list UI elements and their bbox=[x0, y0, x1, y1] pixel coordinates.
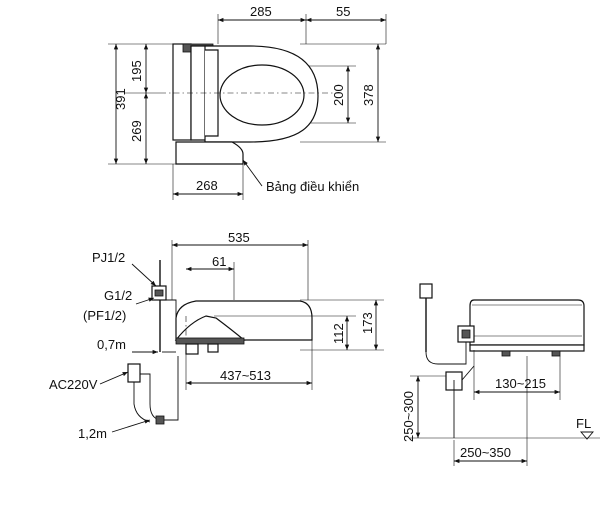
dim-width-left: 285 bbox=[250, 4, 272, 19]
dim-offset: 61 bbox=[212, 254, 226, 269]
dim-height-seat: 112 bbox=[331, 323, 346, 344]
dim-width-right: 55 bbox=[336, 4, 350, 19]
side-view: 535 61 112 173 PJ1/2 G1/2 (PF1/2) 0,7m bbox=[49, 230, 384, 441]
remote-control-label: Bảng điều khiển bbox=[266, 179, 359, 194]
dim-horizontal: 250~350 bbox=[460, 445, 511, 460]
seat-base bbox=[172, 43, 192, 141]
control-panel-base bbox=[175, 141, 244, 165]
label-pj: PJ1/2 bbox=[92, 250, 125, 265]
dim-total-height: 391 bbox=[113, 88, 128, 110]
dim-length: 535 bbox=[228, 230, 250, 245]
floor-level-label: FL bbox=[576, 416, 591, 431]
dim-outer: 378 bbox=[361, 84, 376, 106]
dim-panel: 268 bbox=[196, 178, 218, 193]
top-view: 285 55 391 195 269 200 378 bbox=[108, 4, 387, 200]
rear-view: 250~300 130~215 250~350 FL bbox=[401, 283, 600, 466]
label-power: AC220V bbox=[49, 377, 98, 392]
dim-inner: 200 bbox=[331, 84, 346, 106]
label-cord: 1,2m bbox=[78, 426, 107, 441]
dim-lower: 269 bbox=[129, 120, 144, 142]
label-g: G1/2 bbox=[104, 288, 132, 303]
seat-opening bbox=[219, 64, 305, 126]
label-pf: (PF1/2) bbox=[83, 308, 126, 323]
label-hose: 0,7m bbox=[97, 337, 126, 352]
dim-offset-rear: 130~215 bbox=[495, 376, 546, 391]
dim-vertical: 250~300 bbox=[401, 391, 416, 442]
power-plug bbox=[127, 363, 141, 383]
dim-range: 437~513 bbox=[220, 368, 271, 383]
dim-upper: 195 bbox=[129, 60, 144, 82]
rear-seat-body bbox=[469, 299, 585, 346]
dim-height-total: 173 bbox=[360, 312, 375, 334]
